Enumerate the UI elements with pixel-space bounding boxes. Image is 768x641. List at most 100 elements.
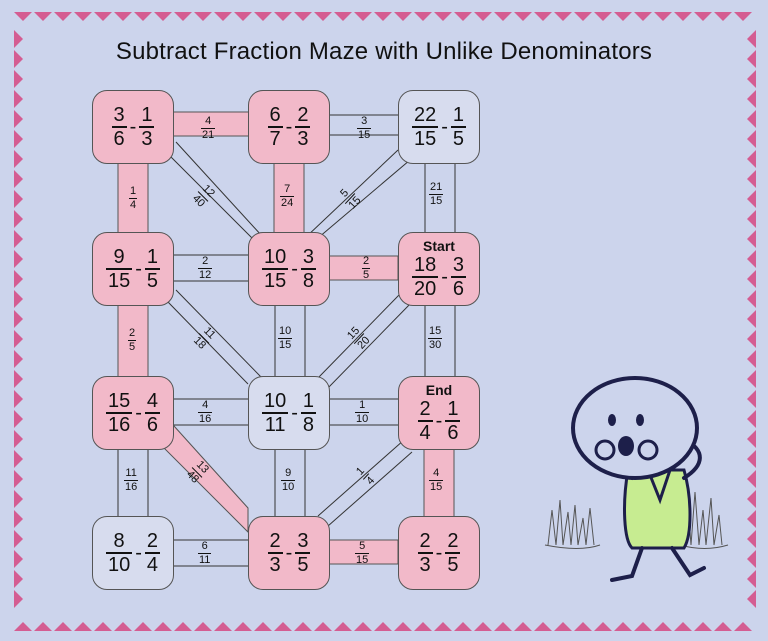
border-triangle xyxy=(747,230,756,248)
border-triangle xyxy=(747,550,756,568)
border-triangle xyxy=(14,30,23,48)
border-triangle xyxy=(74,12,92,21)
border-triangle xyxy=(514,12,532,21)
left-hand-cheek xyxy=(594,439,616,461)
border-triangle xyxy=(414,622,432,631)
border-triangle xyxy=(747,370,756,388)
border-triangle xyxy=(14,310,23,328)
border-triangle xyxy=(14,510,23,528)
border-triangle xyxy=(14,130,23,148)
border-triangle xyxy=(14,350,23,368)
border-triangle xyxy=(494,622,512,631)
border-triangle xyxy=(14,290,23,308)
line-d-23-32b xyxy=(325,301,413,391)
border-triangle xyxy=(747,490,756,508)
line-d-21-32a xyxy=(175,289,263,379)
border-triangle xyxy=(394,12,412,21)
border-triangle xyxy=(594,12,612,21)
border-triangle xyxy=(734,12,752,21)
grass-left xyxy=(544,499,601,549)
border-triangle xyxy=(134,12,152,21)
border-triangle xyxy=(14,390,23,408)
border-triangle xyxy=(454,12,472,21)
border-triangle xyxy=(14,70,23,88)
border-triangle xyxy=(14,50,23,68)
border-triangle xyxy=(747,470,756,488)
border-triangle xyxy=(134,622,152,631)
border-triangle xyxy=(694,622,712,631)
border-triangle xyxy=(354,12,372,21)
surprised-mouth xyxy=(618,436,634,456)
border-triangle xyxy=(534,622,552,631)
border-triangle xyxy=(194,12,212,21)
border-triangle xyxy=(234,12,252,21)
border-triangle xyxy=(54,622,72,631)
border-triangle xyxy=(174,12,192,21)
border-triangle xyxy=(14,190,23,208)
border-triangle xyxy=(554,622,572,631)
border-triangle xyxy=(214,12,232,21)
border-triangle xyxy=(747,50,756,68)
border-triangle xyxy=(34,12,52,21)
page-title: Subtract Fraction Maze with Unlike Denom… xyxy=(115,38,653,65)
border-triangle xyxy=(474,12,492,21)
border-triangle xyxy=(14,170,23,188)
band-d-31-42 xyxy=(159,425,249,534)
left-eye xyxy=(608,414,616,426)
border-triangle xyxy=(654,12,672,21)
border-triangle xyxy=(747,410,756,428)
border-triangle xyxy=(154,622,172,631)
border-triangle xyxy=(747,190,756,208)
border-triangle xyxy=(54,12,72,21)
border-triangle xyxy=(34,622,52,631)
right-hand-cheek xyxy=(637,439,659,461)
border-triangle xyxy=(194,622,212,631)
border-triangle xyxy=(94,622,112,631)
border-triangle xyxy=(614,622,632,631)
border-triangle xyxy=(714,12,732,21)
border-triangle xyxy=(454,622,472,631)
border-triangle xyxy=(614,12,632,21)
character-head xyxy=(571,376,699,480)
border-triangle xyxy=(654,622,672,631)
border-triangle xyxy=(14,150,23,168)
border-triangle xyxy=(747,530,756,548)
border-triangle xyxy=(747,70,756,88)
border-triangle xyxy=(714,622,732,631)
triangle-border xyxy=(14,12,756,631)
border-triangle xyxy=(374,622,392,631)
line-d-11-22b xyxy=(175,141,263,237)
border-triangle xyxy=(674,12,692,21)
border-triangle xyxy=(747,350,756,368)
connector-lines xyxy=(117,114,456,567)
border-triangle xyxy=(14,90,23,108)
border-triangle xyxy=(274,12,292,21)
border-triangle xyxy=(747,590,756,608)
